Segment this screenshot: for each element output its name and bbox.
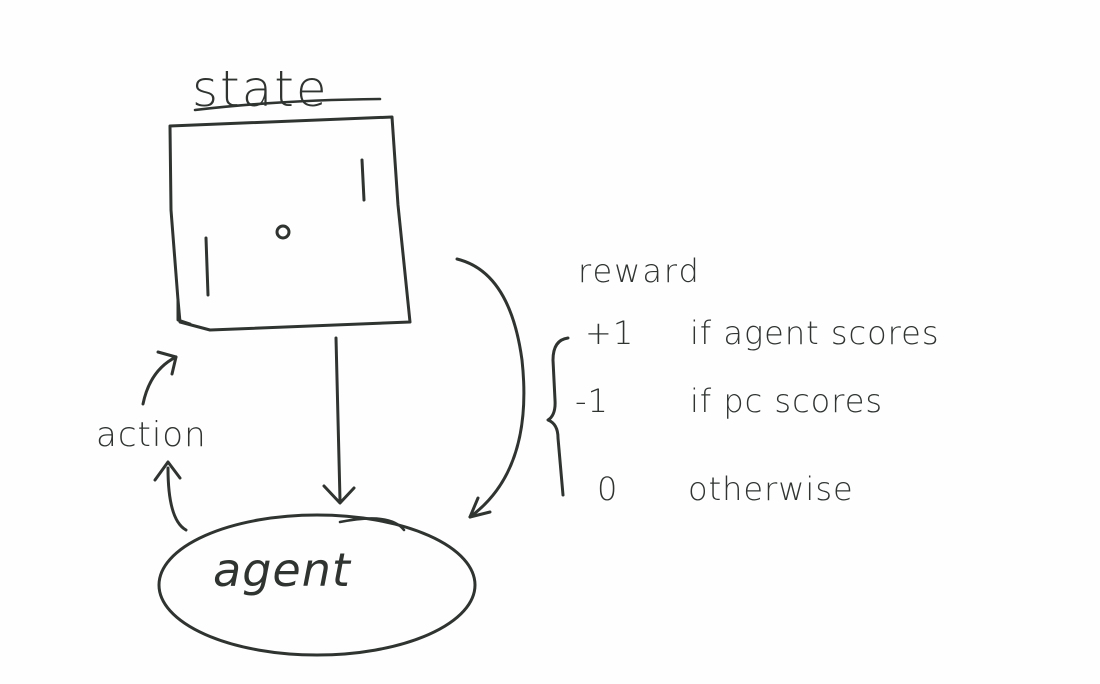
left-paddle [204, 236, 210, 297]
reward-title: reward [578, 252, 701, 290]
state-box [168, 115, 412, 332]
reward-case-3: 0 otherwise [597, 470, 854, 508]
reward-case-value: 0 [597, 470, 618, 508]
reward-arrow [455, 257, 526, 519]
action-label: action [96, 415, 207, 455]
right-paddle [360, 158, 366, 202]
agent-node [157, 513, 477, 657]
action-arrow-from-agent [153, 460, 188, 532]
reward-case-value: +1 [585, 314, 634, 352]
reward-case-1: +1 if agent scores [585, 314, 939, 352]
reward-case-2: -1 if pc scores [575, 382, 883, 420]
state-label-underline [193, 97, 382, 112]
reward-case-condition: otherwise [688, 470, 854, 508]
reward-case-condition: if pc scores [690, 382, 883, 420]
reward-brace [546, 336, 570, 497]
reward-case-condition: if agent scores [690, 314, 939, 352]
reward-case-value: -1 [575, 382, 609, 420]
agent-label: agent [213, 543, 352, 597]
action-arrow-up [141, 350, 178, 406]
ball [275, 224, 291, 240]
state-to-agent-arrow [322, 336, 356, 505]
